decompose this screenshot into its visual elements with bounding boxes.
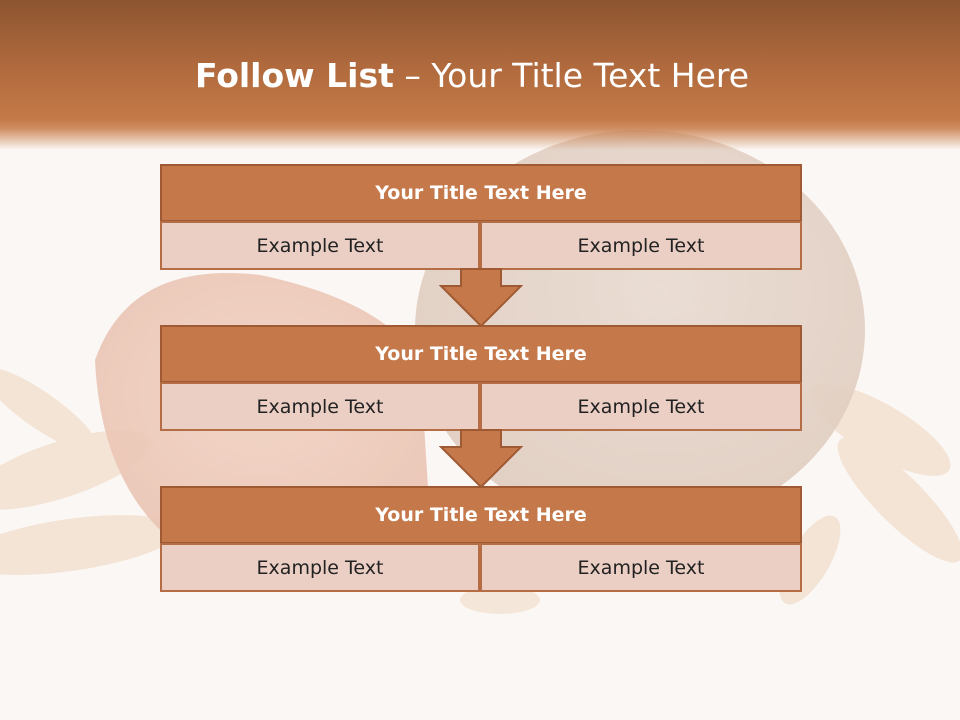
slide-title-rest: – Your Title Text Here — [393, 56, 750, 95]
block-1-right-cell: Example Text — [480, 221, 802, 270]
block-1-heading: Your Title Text Here — [160, 164, 802, 222]
block-3-right-cell: Example Text — [480, 543, 802, 592]
block-2-right-cell: Example Text — [480, 382, 802, 431]
slide-title-bold: Follow List — [194, 56, 394, 95]
title-bar — [0, 0, 960, 150]
block-2-left-cell: Example Text — [160, 382, 480, 431]
block-3-left-cell: Example Text — [160, 543, 480, 592]
block-2-heading: Your Title Text Here — [160, 325, 802, 383]
down-arrow-icon — [439, 429, 523, 489]
down-arrow-icon — [439, 268, 523, 328]
block-1-left-cell: Example Text — [160, 221, 480, 270]
block-3-heading: Your Title Text Here — [160, 486, 802, 544]
slide-title: Follow List – Your Title Text Here — [0, 52, 944, 100]
